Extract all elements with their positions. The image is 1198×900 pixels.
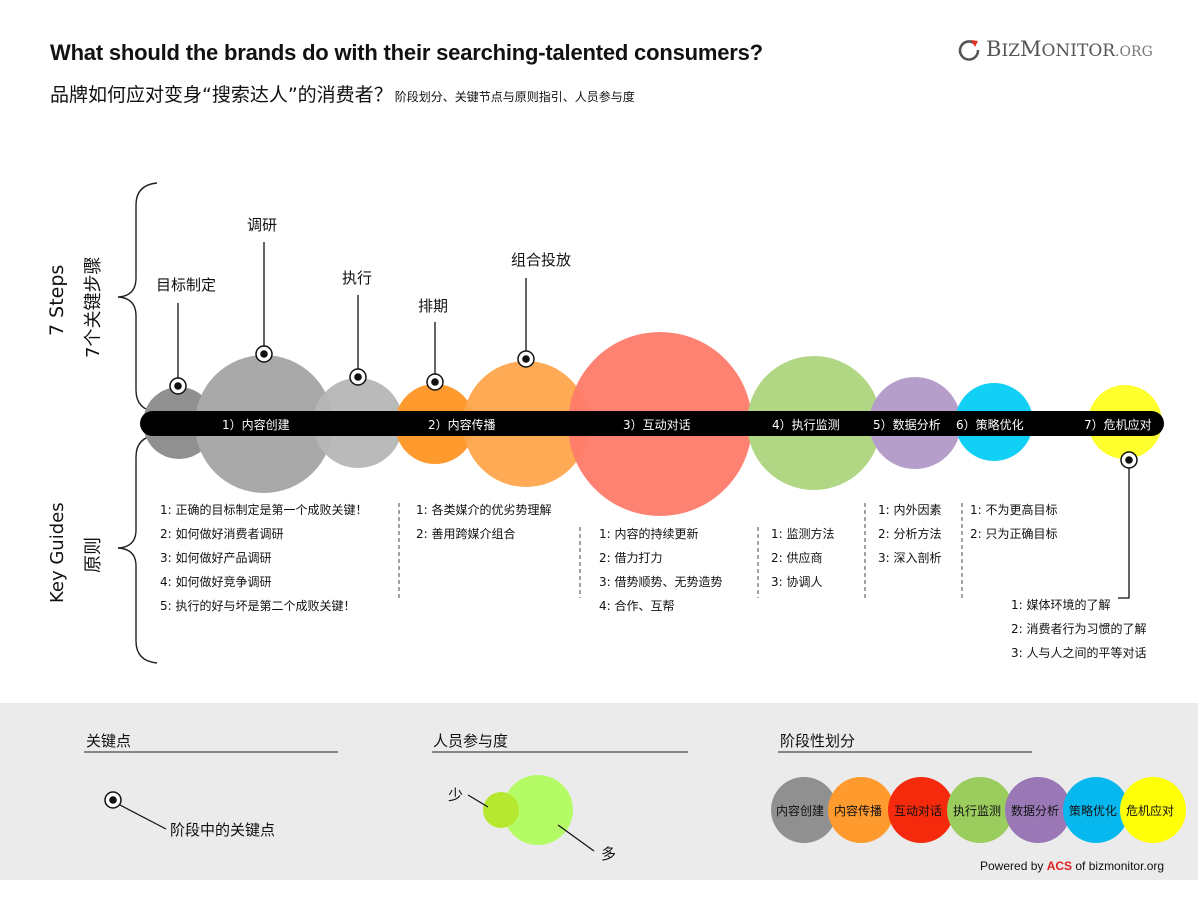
keypoint-marker-icon: [349, 368, 367, 386]
refresh-arrow-icon: [958, 40, 980, 61]
phase-crisis-circle: [1120, 777, 1186, 843]
legend-many: 多: [601, 845, 617, 863]
guides-spread: 1: 各类媒介的优劣势理解 2: 善用跨媒介组合: [416, 498, 552, 546]
guide-item: 3: 借势顺势、无势造势: [599, 575, 723, 589]
process-diagram: [117, 182, 1164, 664]
guides-crisis: 1: 媒体环境的了解 2: 消费者行为习惯的了解 3: 人与人之间的平等对话: [1011, 593, 1147, 665]
guide-item: 3: 深入剖析: [878, 551, 942, 565]
phase-label-spread: 内容传播: [834, 804, 883, 818]
guide-item: 3: 协调人: [771, 575, 823, 589]
guide-item: 3: 人与人之间的平等对话: [1011, 646, 1147, 660]
guides-analysis: 1: 内外因素 2: 分析方法 3: 深入剖析: [878, 498, 942, 570]
step-research: 调研: [247, 216, 278, 234]
guide-item: 4: 合作、互帮: [599, 599, 675, 613]
legend-few-bubble: [483, 792, 519, 828]
phase-label-analysis: 数据分析: [1011, 804, 1060, 818]
guides-optimize: 1: 不为更高目标 2: 只为正确目标: [970, 498, 1058, 546]
stage-label-monitor: 4）执行监测: [772, 418, 840, 432]
legend-graphics: [84, 751, 1186, 852]
phase-dialog-circle: [888, 777, 954, 843]
guide-item: 1: 媒体环境的了解: [1011, 598, 1111, 612]
guides-label-cn: 原则: [83, 537, 104, 573]
step-goal: 目标制定: [156, 276, 217, 294]
keypoint-marker-icon: [517, 350, 535, 368]
step-marker-icons: [169, 345, 1138, 469]
guide-item: 1: 内外因素: [878, 503, 942, 517]
phase-label-dialog: 互动对话: [894, 804, 943, 818]
stage-label-spread: 2）内容传播: [428, 418, 496, 432]
keypoint-marker-icon: [1120, 451, 1138, 469]
guide-item: 1: 监测方法: [771, 527, 835, 541]
phase-label-crisis: 危机应对: [1126, 804, 1175, 818]
bizmonitor-logo: BIZMONITOR.ORG: [958, 37, 1153, 61]
guide-item: 1: 各类媒介的优劣势理解: [416, 503, 552, 517]
title-en: What should the brands do with their sea…: [50, 40, 763, 65]
step-combine: 组合投放: [511, 251, 572, 269]
phase-spread-circle: [828, 777, 894, 843]
guide-item: 1: 不为更高目标: [970, 503, 1058, 517]
guide-item: 3: 如何做好产品调研: [160, 551, 272, 565]
keypoint-marker-icon: [255, 345, 273, 363]
keypoint-marker-icon: [169, 377, 187, 395]
logo-biz: BIZMONITOR.ORG: [986, 37, 1153, 61]
step-execute: 执行: [342, 269, 373, 287]
guide-item: 2: 分析方法: [878, 527, 942, 541]
phase-optimize-circle: [1063, 777, 1129, 843]
legend-keypoint-icon: [104, 791, 122, 809]
steps-brace: [117, 182, 158, 413]
stage-label-dialog: 3）互动对话: [623, 418, 691, 432]
guide-item: 4: 如何做好竞争调研: [160, 575, 272, 589]
phase-create-circle: [771, 777, 837, 843]
stage-label-create: 1）内容创建: [222, 418, 290, 432]
guides-dialog: 1: 内容的持续更新 2: 借力打力 3: 借势顺势、无势造势 4: 合作、互帮: [599, 522, 723, 618]
legend-many-bubble: [503, 775, 573, 845]
stage-label-optimize: 6）策略优化: [956, 418, 1024, 432]
timeline-bar: [140, 411, 1164, 436]
guide-item: 1: 内容的持续更新: [599, 527, 699, 541]
phase-label-optimize: 策略优化: [1069, 804, 1118, 818]
step-schedule: 排期: [418, 297, 449, 315]
acs-link[interactable]: ACS: [1046, 859, 1073, 873]
guide-item: 2: 借力打力: [599, 551, 663, 565]
legend-keypoint-desc: 阶段中的关键点: [170, 821, 276, 839]
guide-item: 5: 执行的好与坏是第二个成败关键！: [160, 599, 356, 613]
legend-keypoint-title: 关键点: [86, 732, 132, 750]
guide-item: 2: 供应商: [771, 551, 823, 565]
legend-few: 少: [448, 786, 464, 804]
phase-label-create: 内容创建: [776, 804, 825, 818]
steps-label-en: 7 Steps: [46, 264, 68, 336]
phase-analysis-circle: [1005, 777, 1071, 843]
guides-brace: [117, 434, 158, 664]
subtitle-cn: 阶段划分、关键节点与原则指引、人员参与度: [394, 90, 635, 104]
title-cn-main: 品牌如何应对变身“搜索达人”的消费者？: [50, 84, 393, 106]
powered-by: Powered by ACS of bizmonitor.org: [980, 859, 1165, 873]
guide-item: 2: 消费者行为习惯的了解: [1011, 622, 1147, 636]
guides-label-en: Key Guides: [47, 502, 68, 603]
guide-item: 2: 只为正确目标: [970, 527, 1058, 541]
guide-item: 2: 善用跨媒介组合: [416, 527, 516, 541]
legend-participation-title: 人员参与度: [433, 732, 509, 750]
phase-monitor-circle: [947, 777, 1013, 843]
legend-phase-title: 阶段性划分: [780, 732, 856, 750]
stage-label-crisis: 7）危机应对: [1084, 418, 1152, 432]
guide-item: 2: 如何做好消费者调研: [160, 527, 284, 541]
guides-create: 1: 正确的目标制定是第一个成败关键！ 2: 如何做好消费者调研 3: 如何做好…: [160, 498, 368, 618]
title-cn: 品牌如何应对变身“搜索达人”的消费者？阶段划分、关键节点与原则指引、人员参与度: [50, 80, 635, 107]
phase-label-monitor: 执行监测: [953, 804, 1002, 818]
stage-label-analysis: 5）数据分析: [873, 418, 941, 432]
steps-label-cn: 7个关键步骤: [83, 256, 104, 358]
keypoint-marker-icon: [426, 373, 444, 391]
guides-monitor: 1: 监测方法 2: 供应商 3: 协调人: [771, 522, 835, 594]
guide-item: 1: 正确的目标制定是第一个成败关键！: [160, 503, 368, 517]
